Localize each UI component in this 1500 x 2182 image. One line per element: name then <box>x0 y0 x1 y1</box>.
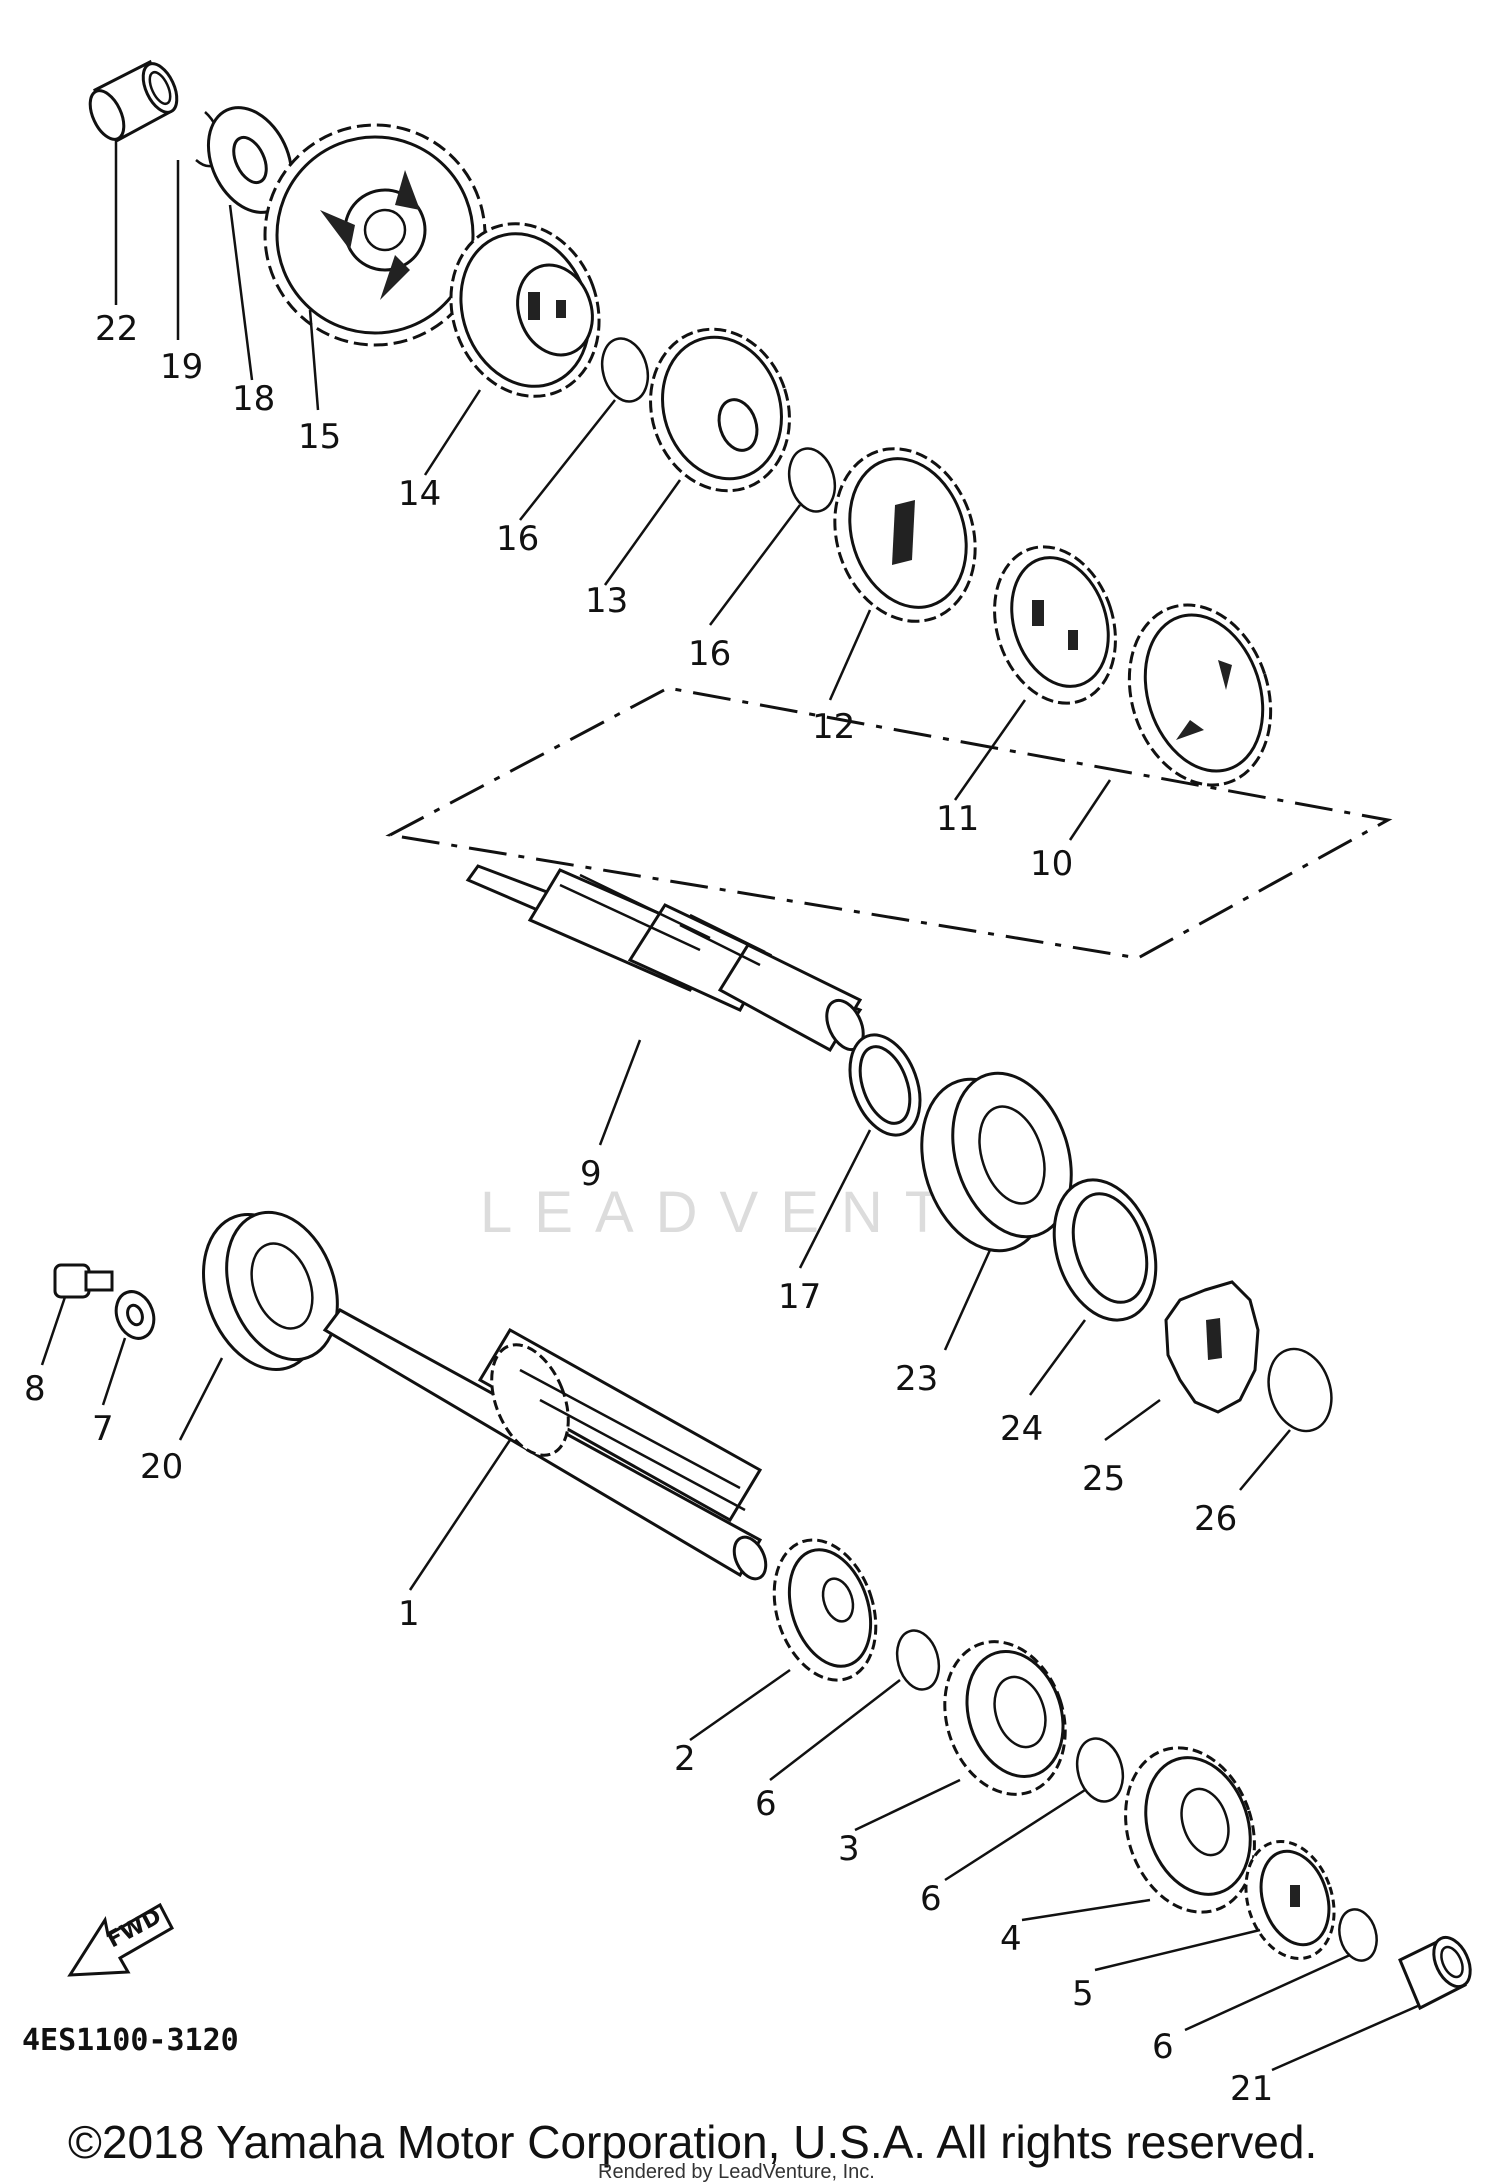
part-6-circlip-b <box>1075 1737 1125 1803</box>
callout-25: 25 <box>1082 1459 1125 1499</box>
callout-5: 5 <box>1072 1974 1094 2014</box>
callout-12: 12 <box>812 707 855 747</box>
callout-16-a: 16 <box>496 519 539 559</box>
callout-19: 19 <box>160 347 203 387</box>
part-9-shaft <box>465 864 865 1053</box>
callout-13: 13 <box>585 581 628 621</box>
callout-17: 17 <box>778 1277 821 1317</box>
callout-23: 23 <box>895 1359 938 1399</box>
copyright-text: ©2018 Yamaha Motor Corporation, U.S.A. A… <box>68 2116 1317 2168</box>
callout-11: 11 <box>936 799 979 839</box>
part-6-circlip-a <box>895 1629 941 1691</box>
part-11-gear <box>993 545 1117 705</box>
part-21-needle-bearing <box>1398 1935 1472 2011</box>
callout-1: 1 <box>398 1594 420 1634</box>
part-16-circlip-upper <box>600 337 650 403</box>
part-4-gear <box>1124 1746 1256 1914</box>
callout-26: 26 <box>1194 1499 1237 1539</box>
callout-20: 20 <box>140 1447 183 1487</box>
callout-10: 10 <box>1030 844 1073 884</box>
callout-18: 18 <box>232 379 275 419</box>
callout-7: 7 <box>92 1409 114 1449</box>
leader-lines <box>40 140 1421 2072</box>
callout-6-c: 6 <box>1152 2027 1174 2067</box>
part-2-gear <box>772 1538 878 1682</box>
part-3-gear <box>943 1640 1067 1796</box>
callout-4: 4 <box>1000 1919 1022 1959</box>
callout-6-b: 6 <box>920 1879 942 1919</box>
part-20-bearing <box>202 1210 339 1371</box>
part-14-gear <box>449 222 601 398</box>
callout-15: 15 <box>298 417 341 457</box>
part-26-circlip <box>1267 1347 1333 1433</box>
callout-21: 21 <box>1230 2069 1273 2109</box>
part-13-gear <box>649 327 791 493</box>
assembly-frame <box>385 686 1393 960</box>
callout-8: 8 <box>24 1369 46 1409</box>
callout-3: 3 <box>838 1829 860 1869</box>
part-12-gear <box>833 447 977 623</box>
callout-2: 2 <box>674 1739 696 1779</box>
part-10-gear <box>1127 603 1273 787</box>
part-number: 4ES1100-3120 <box>22 2023 239 2058</box>
fwd-arrow-icon: FWD <box>67 1902 174 1977</box>
part-1-shaft <box>322 1308 768 1581</box>
part-23-bearing <box>920 1071 1073 1253</box>
callout-16-b: 16 <box>688 634 731 674</box>
part-22-needle-bearing <box>88 59 179 143</box>
callout-9: 9 <box>580 1154 602 1194</box>
callout-14: 14 <box>398 474 441 514</box>
callout-6-a: 6 <box>755 1784 777 1824</box>
part-24-oil-seal <box>1052 1178 1158 1322</box>
part-18-washer <box>206 106 294 214</box>
callout-labels: 22 19 18 15 14 16 13 16 12 11 10 9 17 23… <box>24 309 1273 2109</box>
part-25-sprocket <box>1164 1280 1260 1414</box>
part-8-bolt <box>53 1263 114 1299</box>
rendered-by-text: Rendered by LeadVenture, Inc. <box>598 2161 875 2182</box>
part-15-gear <box>263 123 487 347</box>
callout-24: 24 <box>1000 1409 1043 1449</box>
part-6-circlip-c <box>1338 1908 1378 1962</box>
part-5-gear <box>1244 1839 1336 1961</box>
part-17-seal <box>848 1033 922 1137</box>
callout-22: 22 <box>95 309 138 349</box>
part-16-circlip-middle <box>787 447 837 513</box>
part-7-washer <box>114 1290 156 1340</box>
